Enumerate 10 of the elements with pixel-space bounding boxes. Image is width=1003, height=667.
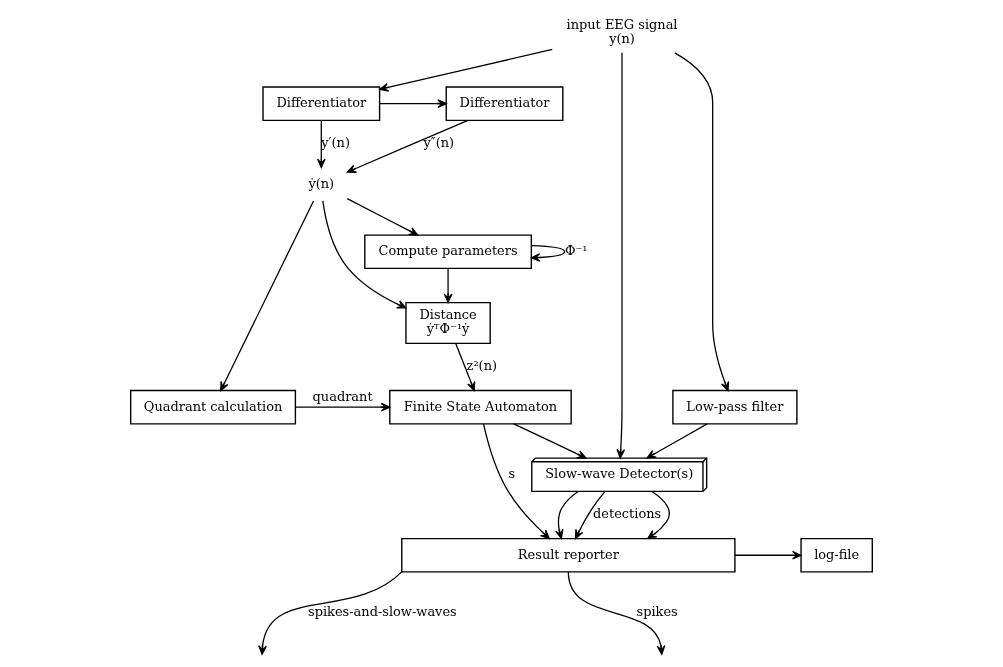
edge-label: spikes-and-slow-waves [308, 604, 457, 620]
edge-label: z²(n) [466, 358, 498, 374]
edge-label: spikes [636, 604, 678, 620]
edge-label: y″(n) [423, 135, 455, 151]
edge-label: Φ⁻¹ [564, 243, 588, 259]
edge-label: quadrant [312, 388, 373, 404]
node-text: ẏ(n) [308, 175, 335, 191]
edge-label: detections [593, 506, 662, 522]
edge-label: s [508, 466, 516, 482]
node-text: input EEG signal y(n) [566, 16, 678, 46]
